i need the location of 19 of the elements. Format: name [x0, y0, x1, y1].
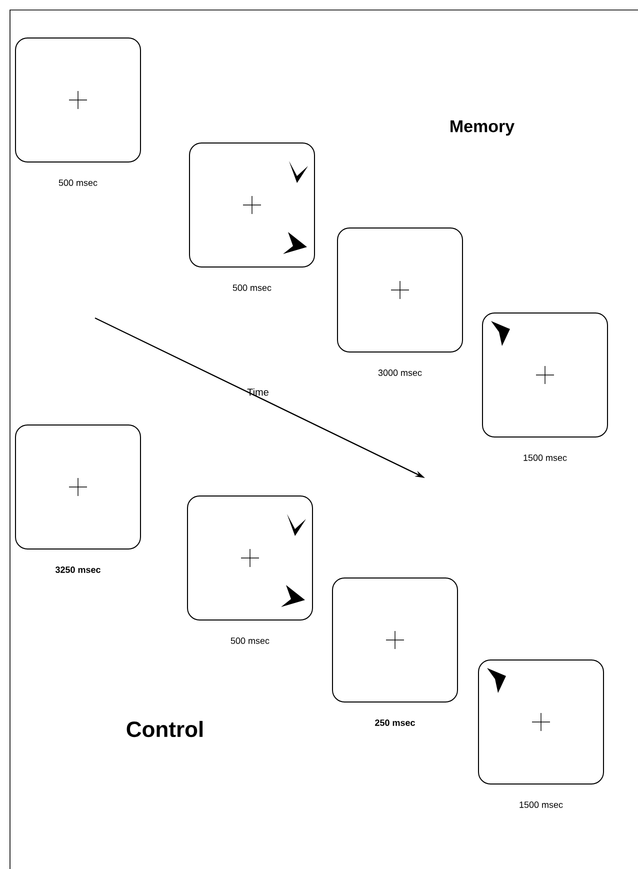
heading: Memory — [450, 120, 514, 136]
screen-box — [189, 142, 315, 268]
screen-box — [482, 312, 608, 438]
heading: Control — [126, 720, 203, 738]
screen-box — [15, 38, 141, 162]
duration-label: 1500 msec — [520, 802, 563, 808]
duration-label: 1500 msec — [524, 454, 567, 461]
duration-label: 500 msec — [232, 284, 272, 291]
screen-box — [478, 660, 604, 784]
duration-label: 250 msec — [375, 720, 415, 726]
screen-box — [15, 424, 141, 550]
duration-label: 500 msec — [58, 180, 98, 186]
screen-box — [337, 228, 463, 352]
duration-label: 3000 msec — [378, 370, 422, 376]
time-label: Time — [247, 388, 268, 396]
screen-box — [332, 578, 458, 702]
screen-box — [187, 496, 313, 620]
duration-label: 3250 msec — [55, 566, 100, 573]
duration-label: 500 msec — [230, 638, 270, 644]
